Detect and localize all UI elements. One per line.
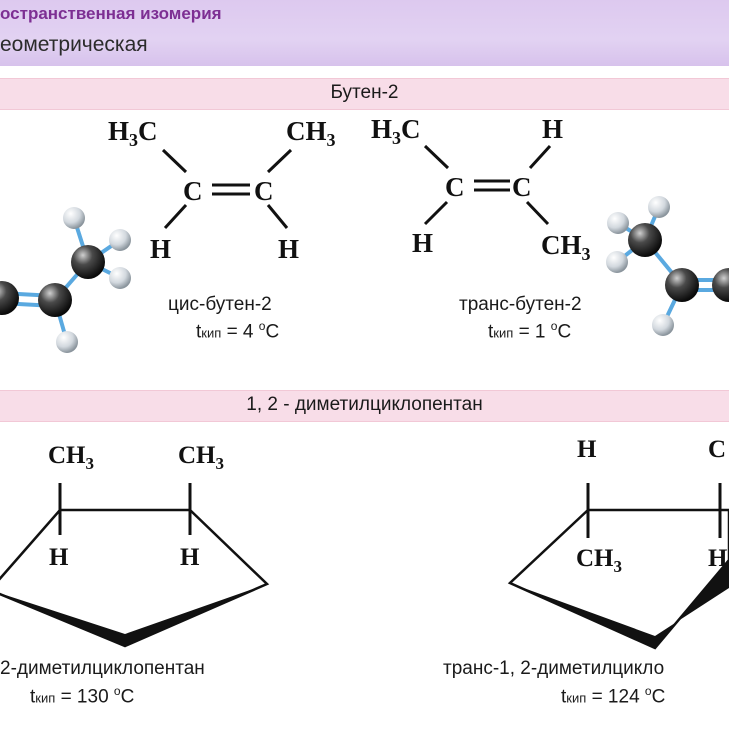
cis-cyclopentane-ring: CH3 CH3 H H	[0, 442, 270, 648]
section-label-butene: Бутен-2	[330, 82, 399, 103]
cis-bottom-right-h: H	[278, 234, 299, 264]
cis-ring-top-right: CH3	[178, 442, 224, 473]
cis-butene-name: цис-бутен-2	[168, 294, 272, 315]
cis-cyclopentane-name: 2-диметилциклопентан	[0, 658, 205, 679]
cis-butene-formula: H3C CH3 C C H H	[108, 116, 336, 264]
cis-butene-boiling-point: tкип = 4 oC	[196, 319, 280, 343]
trans-top-left-group: H3C	[371, 114, 421, 148]
trans-butene-formula: H3C H C C H CH3	[371, 114, 591, 264]
cis-bottom-left-h: H	[150, 234, 171, 264]
cis-carbon-2: C	[254, 176, 274, 206]
cis-ring-bottom-right: H	[180, 544, 200, 571]
cis-cyclopentane-boiling-point: tкип = 130 oC	[30, 684, 135, 708]
trans-butene-boiling-point: tкип = 1 oC	[488, 319, 572, 343]
trans-carbon-2: C	[512, 172, 532, 202]
trans-ball-stick-model	[606, 196, 729, 336]
header-bar: остранственная изомерия еометрическая	[0, 0, 729, 66]
cis-top-right-group: CH3	[286, 116, 336, 150]
cis-ring-bottom-left: H	[49, 544, 69, 571]
trans-ring-bottom-left: CH3	[576, 545, 622, 576]
section-label-cyclopentane: 1, 2 - диметилциклопентан	[246, 394, 483, 415]
trans-cyclopentane-boiling-point: tкип = 124 oC	[561, 684, 666, 708]
trans-bottom-left-h: H	[412, 228, 433, 258]
trans-top-right-h: H	[542, 114, 563, 144]
section-band-butene	[0, 78, 729, 110]
page-title: остранственная изомерия	[0, 4, 222, 23]
cis-ring-top-left: CH3	[48, 442, 94, 473]
page-subtitle: еометрическая	[0, 33, 148, 56]
trans-cyclopentane-name: транс-1, 2-диметилцикло	[443, 658, 665, 679]
trans-carbon-1: C	[445, 172, 465, 202]
trans-butene-name: транс-бутен-2	[459, 294, 582, 315]
cis-ball-stick-model	[0, 207, 131, 353]
trans-ring-bottom-right: H	[708, 545, 728, 572]
cis-carbon-1: C	[183, 176, 203, 206]
cis-top-left-group: H3C	[108, 116, 158, 150]
trans-ring-top-right: C	[708, 436, 726, 463]
section-band-cyclopentane	[0, 390, 729, 422]
trans-cyclopentane-ring: H C CH3 H	[507, 436, 729, 650]
trans-ring-top-left: H	[577, 436, 597, 463]
trans-bottom-right-group: CH3	[541, 230, 591, 264]
